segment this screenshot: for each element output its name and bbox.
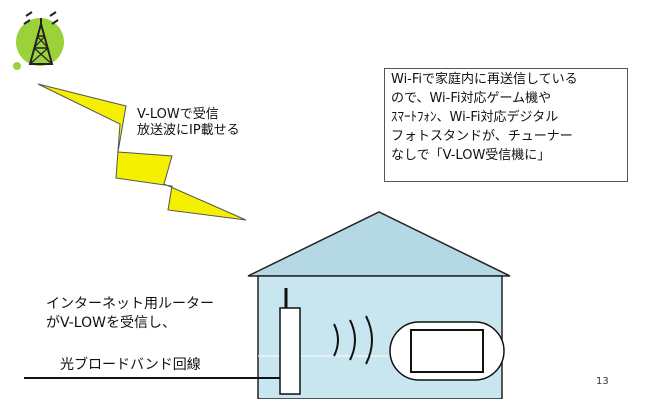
callout-line: ｽﾏｰﾄﾌｫﾝ、Wi-Fi対応デジタル	[391, 110, 559, 125]
router-icon	[279, 288, 301, 395]
callout-box: Wi-Fiで家庭内に再送信している ので、Wi-Fi対応ゲーム機や ｽﾏｰﾄﾌｫ…	[384, 68, 628, 182]
callout-line: Wi-Fiで家庭内に再送信している	[391, 72, 578, 87]
handheld-device-icon	[389, 321, 505, 381]
router-label-line1: インターネット用ルーター	[46, 296, 214, 312]
broadcast-tower-icon	[13, 11, 64, 70]
broadband-label: 光ブロードバンド回線	[60, 357, 201, 373]
lightning-bolt-icon	[37, 83, 247, 221]
broadcast-label-line1: V-LOWで受信	[137, 107, 219, 122]
callout-line: フォトスタンドが、チューナー	[391, 129, 573, 144]
callout-line: なしで「V-LOW受信機に」	[391, 148, 551, 163]
wifi-waves-icon	[333, 315, 373, 365]
callout-line: ので、Wi-Fi対応ゲーム機や	[391, 91, 552, 106]
broadcast-label-line2: 放送波にIP載せる	[137, 123, 240, 138]
router-label-line2: がV-LOWを受信し、	[46, 315, 176, 331]
page-number: 13	[596, 376, 609, 387]
